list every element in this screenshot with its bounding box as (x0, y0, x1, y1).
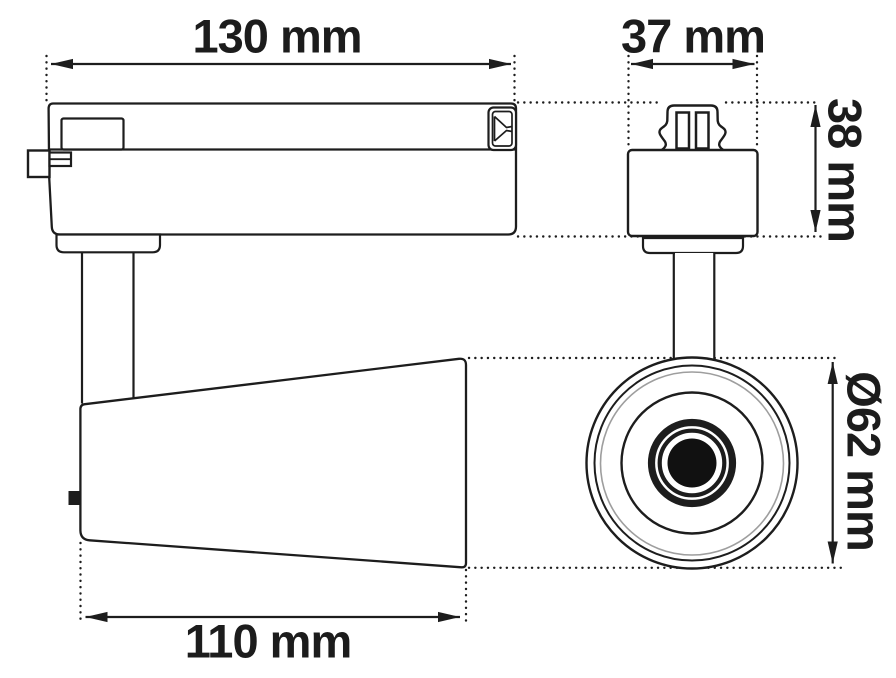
dimension-lines (51, 58, 838, 623)
lens-middle-ring (657, 428, 727, 498)
bezel-inner-gray-ring (599, 371, 785, 556)
front-view (585, 104, 799, 570)
side-latch (26, 149, 51, 179)
dimension-label-adapter-height: 38 mm (818, 98, 872, 242)
adapter-top-detail (60, 117, 125, 151)
side-view (26, 102, 518, 569)
adapter-body-front (626, 148, 759, 238)
lens-face (585, 356, 799, 570)
trim-ring (620, 391, 764, 535)
dimension-label-head-diameter: Ø62 mm (837, 371, 891, 551)
stem-front-fill (675, 253, 714, 359)
lens-thick-ring (647, 418, 737, 508)
lens-center-disc (667, 438, 717, 488)
track-connector-plug (657, 104, 728, 152)
switch-knob (68, 491, 82, 505)
release-lever-funnel-icon (493, 115, 513, 142)
stem-front (672, 253, 716, 360)
cone-housing-side (79, 357, 468, 569)
stem-side (80, 252, 135, 404)
connector-contact-slot-left (675, 111, 691, 150)
release-lever-box-inner (491, 110, 513, 147)
mounting-plate-front (641, 236, 745, 255)
dimension-label-adapter-length: 130 mm (192, 9, 362, 63)
connector-contact-slot-right (694, 111, 710, 150)
bezel-second-ring (593, 364, 791, 562)
dimension-label-head-length: 110 mm (184, 614, 352, 668)
mounting-plate-side (55, 233, 162, 254)
track-adapter-body (47, 102, 518, 236)
dimension-label-adapter-width: 37 mm (621, 9, 766, 63)
